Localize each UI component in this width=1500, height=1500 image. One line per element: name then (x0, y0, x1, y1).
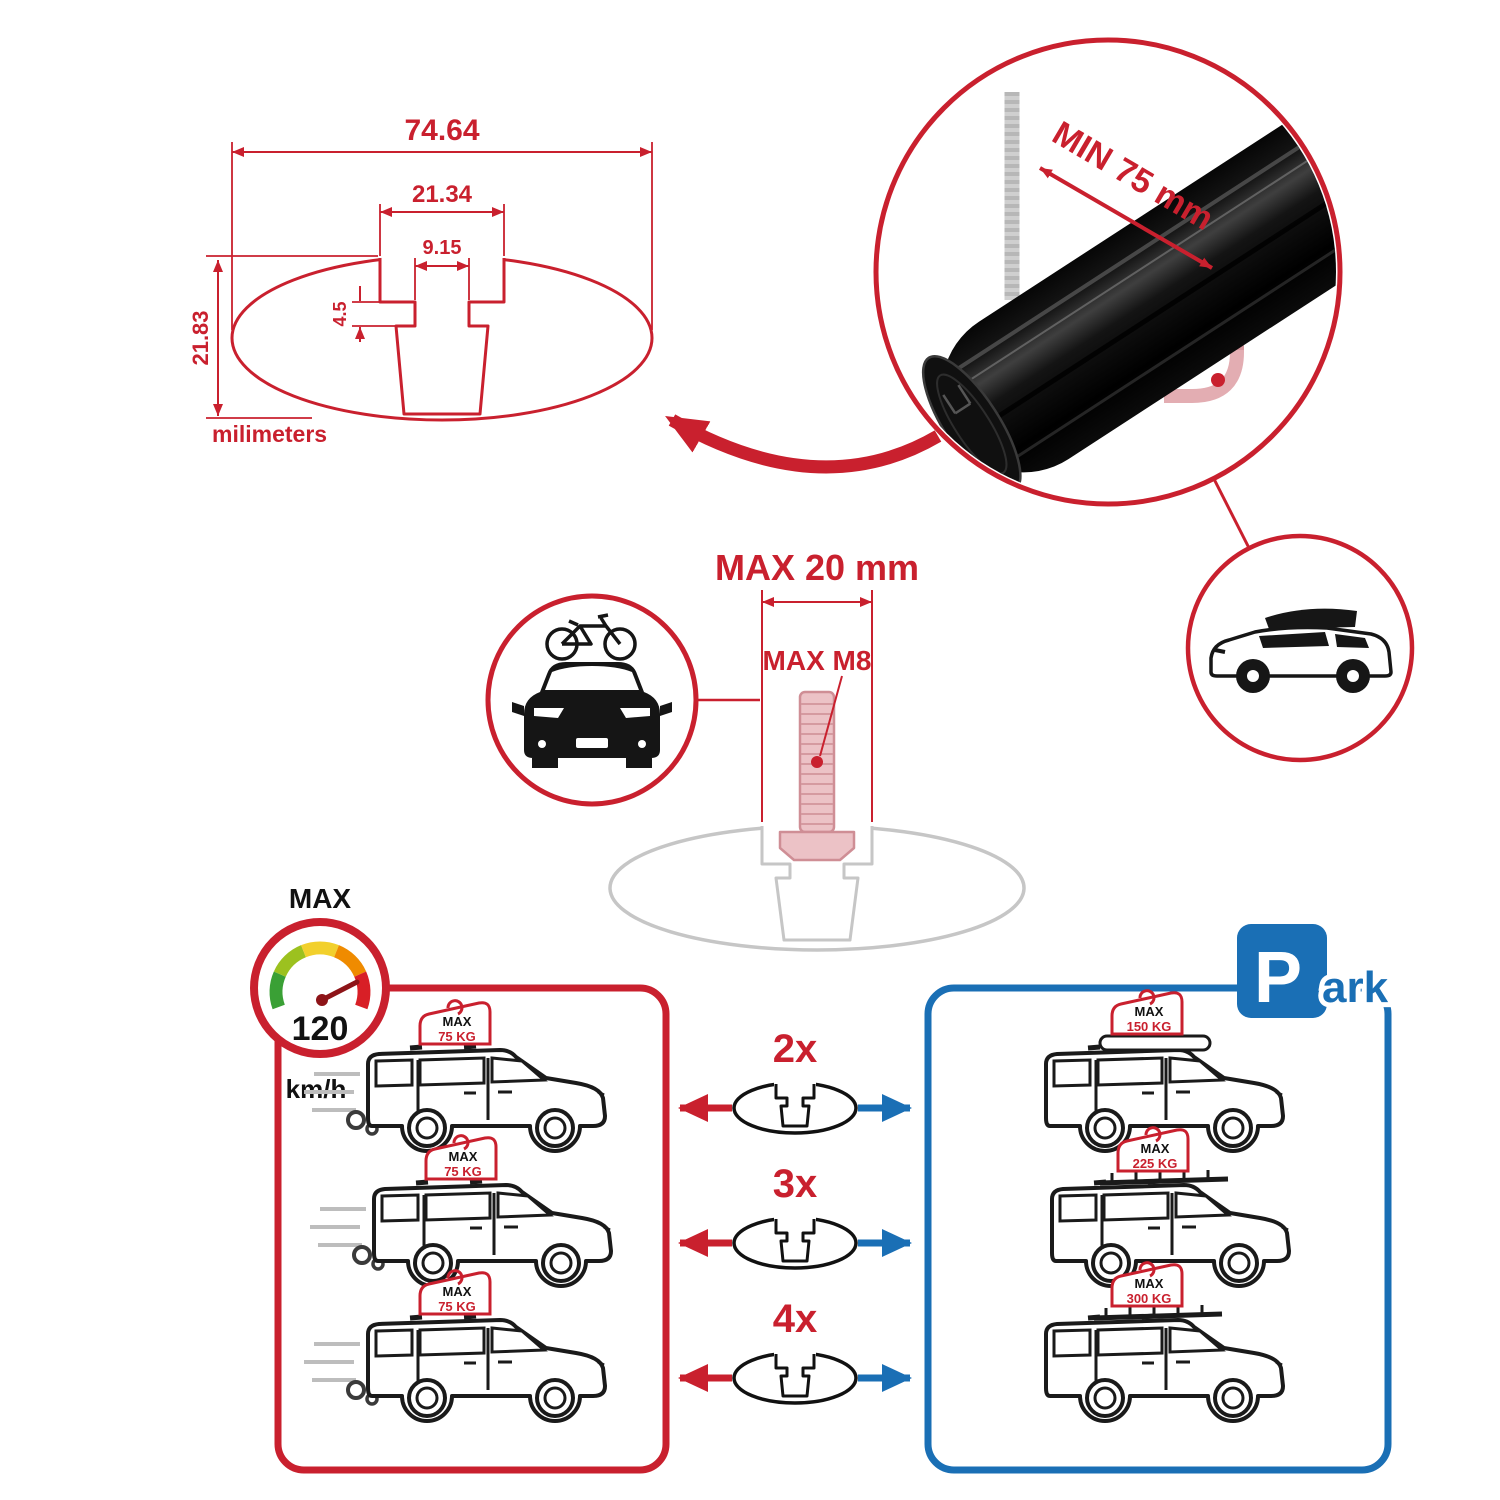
sign-max-label: MAX (1135, 1276, 1164, 1291)
sign-load-label: 300 KG (1127, 1291, 1172, 1306)
sign-max-label: MAX (449, 1149, 478, 1164)
driving-car-row-1: MAX 75 KG (304, 999, 605, 1151)
motion-smoke-icon (304, 1342, 379, 1406)
parked-car-row-2: MAX 225 KG (1052, 1126, 1289, 1286)
sign-max-label: MAX (443, 1284, 472, 1299)
suv-icon (1209, 608, 1393, 693)
crossbar-profile-icon (732, 1213, 858, 1270)
multiplier-label-2: 3x (773, 1162, 818, 1206)
multiplier-column: 2x 3x 4x (678, 1027, 912, 1405)
roof-basket-icon (1093, 1305, 1223, 1321)
circle-connector-line (1212, 478, 1251, 549)
total-height-dim-label: 21.83 (188, 310, 213, 365)
park-sign: P ark (1237, 924, 1394, 1018)
gauge-unit: km/h (286, 1074, 347, 1104)
roof-load-sign: MAX 150 KG (1110, 989, 1184, 1036)
crossbar-zoom-circle: MIN 75 mm (873, 37, 1343, 507)
clamp-point-dot (1211, 373, 1225, 387)
roof-basket-icon (1099, 1170, 1229, 1186)
bolt-diagram: MAX 20 mm MAX M8 (608, 547, 1026, 952)
driving-car-row-3: MAX 75 KG (304, 1269, 605, 1421)
sign-load-label: 75 KG (438, 1029, 476, 1044)
park-letter: P (1254, 938, 1302, 1018)
t-bolt-icon (778, 690, 856, 862)
bolt-leader-line (819, 675, 843, 757)
lip-depth-dim-label: 4.5 (330, 301, 350, 326)
sign-load-label: 225 KG (1133, 1156, 1178, 1171)
roof-load-sign: MAX 75 KG (418, 1269, 492, 1316)
bicycle-icon (545, 613, 637, 661)
crossbar-profile-icon (732, 1078, 858, 1135)
roof-load-sign: MAX 300 KG (1110, 1261, 1184, 1308)
roof-box-icon (1098, 1034, 1212, 1052)
gauge-arc (269, 941, 371, 1010)
park-sign-square (1237, 924, 1327, 1018)
sign-load-label: 75 KG (444, 1164, 482, 1179)
parked-car-row-1: MAX 150 KG (1046, 989, 1283, 1151)
bolt-max-thread-label: MAX M8 (763, 645, 872, 676)
sign-max-label: MAX (443, 1014, 472, 1029)
multiplier-label-1: 2x (773, 1027, 818, 1071)
bolt-point-dot (811, 756, 823, 768)
min-span-arrow (1038, 166, 1214, 270)
gauge-needle (319, 979, 360, 1003)
t-slot-channel-outline (378, 258, 506, 416)
gauge-value: 120 (292, 1010, 349, 1048)
gauge-max-label: MAX (289, 883, 352, 914)
zoom-to-drawing-arrow (665, 414, 942, 474)
car-front-circle (485, 593, 760, 807)
sign-max-label: MAX (1141, 1141, 1170, 1156)
sign-load-label: 75 KG (438, 1299, 476, 1314)
parked-car-row-3: MAX 300 KG (1046, 1261, 1283, 1421)
bolt-max-width-label: MAX 20 mm (715, 547, 919, 588)
multiplier-label-3: 4x (773, 1297, 818, 1341)
cross-section-diagram: 74.64 21.34 9.15 4.5 21.83 milimeters (188, 114, 654, 447)
roof-load-sign: MAX 75 KG (418, 999, 492, 1046)
speed-gauge: MAX 120 km/h (250, 883, 390, 1104)
roof-load-sign: MAX 75 KG (424, 1134, 498, 1181)
sign-max-label: MAX (1135, 1004, 1164, 1019)
park-suffix: ark (1322, 963, 1389, 1012)
driving-car-row-2: MAX 75 KG (310, 1134, 611, 1286)
inner-slot-dim-label: 9.15 (423, 237, 462, 259)
roofbox-suv-circle (1185, 533, 1415, 763)
total-width-dim-label: 74.64 (404, 114, 479, 147)
units-label: milimeters (212, 421, 327, 447)
crossbar-profile-icon (732, 1348, 858, 1405)
outer-slot-dim-label: 21.34 (412, 181, 473, 208)
roof-load-sign: MAX 225 KG (1116, 1126, 1190, 1173)
sign-load-label: 150 KG (1127, 1019, 1172, 1034)
car-front-icon (512, 613, 672, 768)
